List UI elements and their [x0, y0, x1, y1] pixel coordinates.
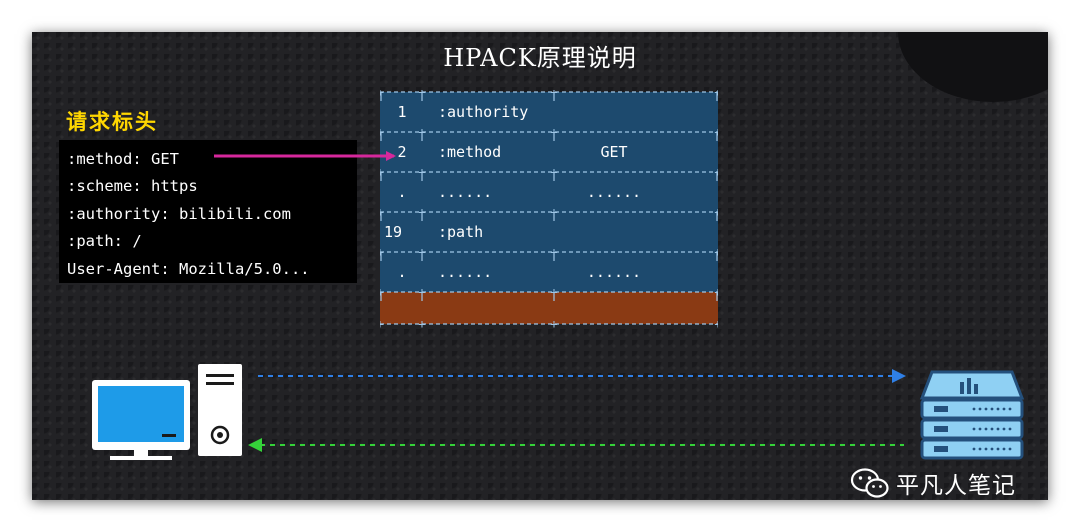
header-line-authority: :authority: bilibili.com: [67, 204, 291, 223]
table-row: [380, 252, 718, 292]
table-corner: +: [714, 205, 718, 219]
request-headers-heading: 请求标头: [66, 110, 158, 134]
table-cell-index: .: [397, 183, 406, 201]
table-cell-name: ......: [438, 263, 492, 281]
table-corner: +: [714, 245, 718, 259]
table-corner: +: [714, 90, 718, 99]
arrow-layer: [214, 151, 906, 452]
hpack-index-table: ++++++++++++++++++++++++++++1:authority2…: [380, 90, 718, 331]
table-cell-name: :authority: [438, 103, 528, 121]
table-cell-index: .: [397, 263, 406, 281]
table-cell-index: 2: [397, 143, 406, 161]
table-cell-index: 19: [384, 223, 402, 241]
table-cell-name: :method: [438, 143, 501, 161]
table-cell-value: ......: [587, 183, 641, 201]
desktop-computer-icon: [92, 364, 242, 460]
table-corner: +: [380, 125, 384, 139]
table-corner: +: [714, 317, 718, 331]
table-corner: +: [380, 205, 384, 219]
table-cell-name: :path: [438, 223, 483, 241]
diagram-title: HPACK原理说明: [443, 44, 637, 72]
table-corner: +: [380, 165, 384, 179]
table-row: [380, 92, 718, 132]
watermark: 平凡人笔记: [850, 466, 1016, 500]
table-row: [380, 132, 718, 172]
table-row-new-entry: [380, 292, 718, 324]
table-corner: +: [714, 165, 718, 179]
table-cell-value: ......: [587, 263, 641, 281]
table-cell-name: ......: [438, 183, 492, 201]
table-corner: +: [380, 317, 384, 331]
server-rack-icon: [919, 370, 1025, 460]
table-corner: +: [550, 317, 557, 331]
table-row: [380, 172, 718, 212]
table-corner: +: [418, 317, 425, 331]
table-corner: +: [714, 125, 718, 139]
table-corner: +: [380, 245, 384, 259]
request-headers-box: :method: GET :scheme: https :authority: …: [59, 140, 357, 283]
header-line-scheme: :scheme: https: [67, 177, 198, 196]
table-corner: +: [380, 285, 384, 299]
table-corner: +: [714, 285, 718, 299]
header-line-path: :path: /: [67, 232, 142, 251]
table-row: [380, 212, 718, 252]
watermark-text: 平凡人笔记: [896, 473, 1016, 499]
wechat-icon: [850, 468, 889, 498]
table-cell-value: GET: [600, 143, 627, 161]
table-cell-index: 1: [397, 103, 406, 121]
diagram-canvas: HPACK原理说明 请求标头 :method: GET :scheme: htt…: [32, 32, 1048, 500]
header-line-method: :method: GET: [67, 150, 179, 168]
header-line-user-agent: User-Agent: Mozilla/5.0...: [67, 259, 310, 278]
table-corner: +: [380, 90, 384, 99]
